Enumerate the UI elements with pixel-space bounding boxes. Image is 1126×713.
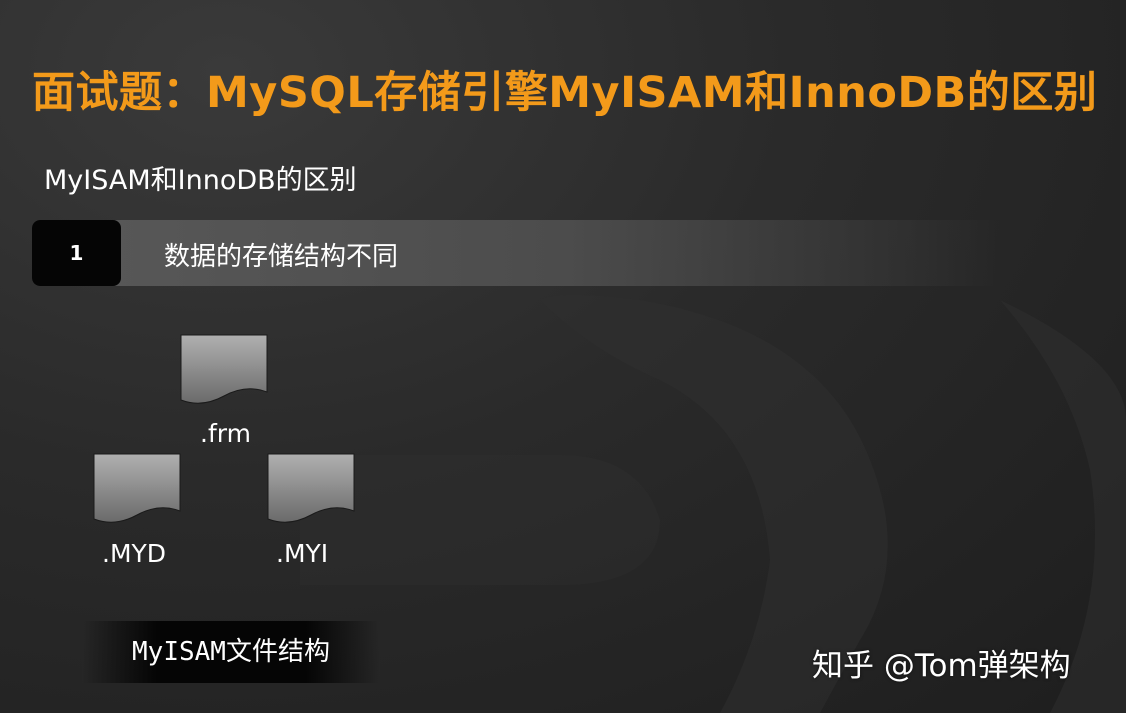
frm-file-label: .frm (200, 419, 251, 448)
zhihu-watermark: 知乎 @Tom弹架构 (812, 648, 1071, 684)
myd-file-label: .MYD (102, 539, 167, 568)
frm-file-icon (180, 334, 268, 408)
myi-file-label: .MYI (276, 539, 329, 568)
myd-file-icon (93, 453, 181, 527)
point-number-box (32, 220, 121, 286)
caption-box (82, 621, 380, 683)
myi-file-icon (267, 453, 355, 527)
slide-title: 面试题：MySQL存储引擎MyISAM和InnoDB的区别 (32, 68, 1098, 118)
point-text: 数据的存储结构不同 (164, 242, 399, 272)
point-bar (32, 220, 1002, 286)
caption-text: MyISAM文件结构 (132, 637, 330, 667)
point-number: 1 (69, 241, 84, 265)
section-subtitle: MyISAM和InnoDB的区别 (44, 165, 357, 196)
